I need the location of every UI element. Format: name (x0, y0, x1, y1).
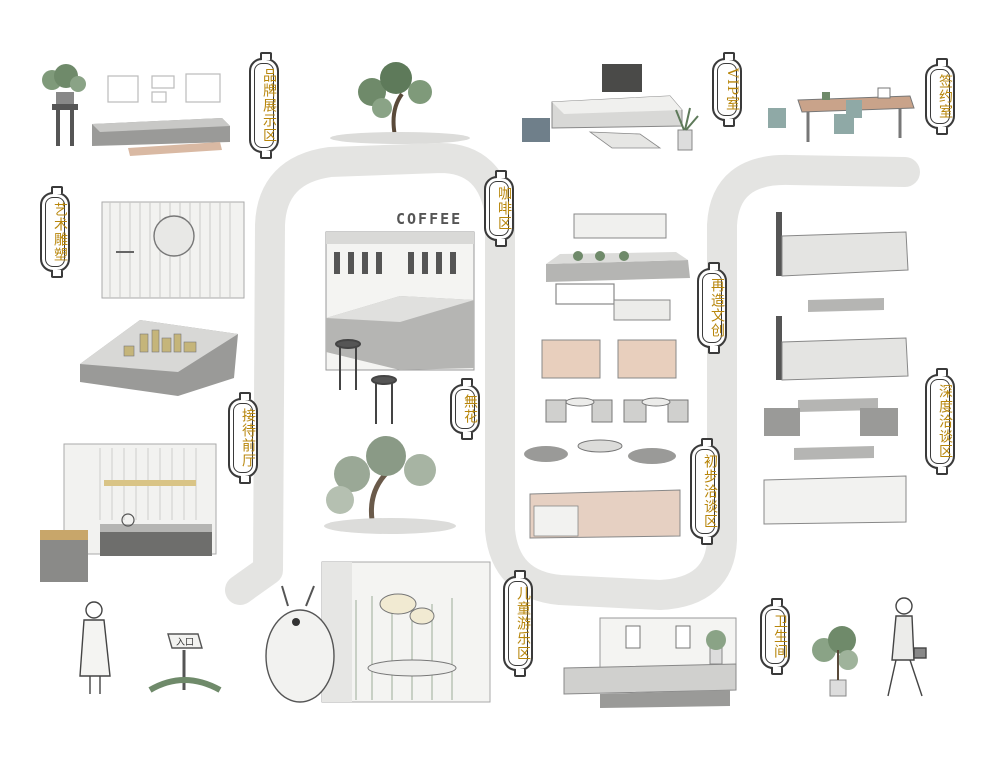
entrance-sign (148, 633, 222, 693)
zone-label-art-sculpture: 艺术雕塑 (40, 186, 70, 278)
sand-table-model (80, 320, 238, 396)
man-figure-icon (887, 597, 927, 697)
zone-label-reception: 接待前厅 (228, 392, 258, 484)
creative-display-scene (541, 213, 690, 379)
chair-icon (768, 100, 862, 134)
brand-display-scene (42, 64, 230, 156)
restroom-scene (563, 617, 737, 708)
display-bench (92, 118, 230, 156)
walking-path (225, 143, 920, 610)
potted-plant-icon (675, 107, 699, 151)
signing-room-scene (768, 87, 915, 142)
wuhua-pine-icon (324, 436, 456, 534)
zone-label-initial-negotiation: 初步洽谈区 (690, 438, 720, 545)
reception-scene (40, 443, 217, 582)
coffee-sign: COFFEE (396, 210, 462, 228)
zone-label-recreate-creative: 再造文创 (697, 262, 727, 354)
zone-label-childrens-play: 儿童游乐区 (503, 570, 533, 677)
bar-stool-icon (335, 339, 397, 424)
art-sculpture-scene (101, 201, 245, 299)
woman-figure-icon (79, 601, 111, 694)
zone-label-coffee-area: 咖啡区 (484, 170, 514, 247)
moon-sculpture-icon (153, 215, 195, 257)
vip-room-scene (522, 64, 699, 151)
childrens-play-scene (265, 561, 491, 703)
olive-tree-icon (812, 626, 858, 697)
coffee-bar-scene (325, 231, 475, 424)
zone-label-brand-display: 品牌展示区 (249, 52, 279, 159)
monster-character-icon (265, 585, 335, 703)
entrance-sign-text: 入口 (176, 637, 194, 648)
deep-negotiation-scene (763, 212, 909, 525)
zone-label-vip-room: VIP室 (712, 51, 742, 128)
potted-plant-icon (706, 630, 726, 665)
zone-label-wuhua: 無花 (450, 378, 480, 440)
zone-label-signing-room: 签约室 (925, 58, 955, 135)
zone-label-deep-negotiation: 深度洽谈区 (925, 368, 955, 475)
zone-label-restroom: 卫生间 (760, 598, 790, 675)
pine-tree-icon (330, 62, 470, 144)
initial-negotiation-scene (524, 397, 689, 539)
bonsai-plant-icon (42, 64, 86, 146)
